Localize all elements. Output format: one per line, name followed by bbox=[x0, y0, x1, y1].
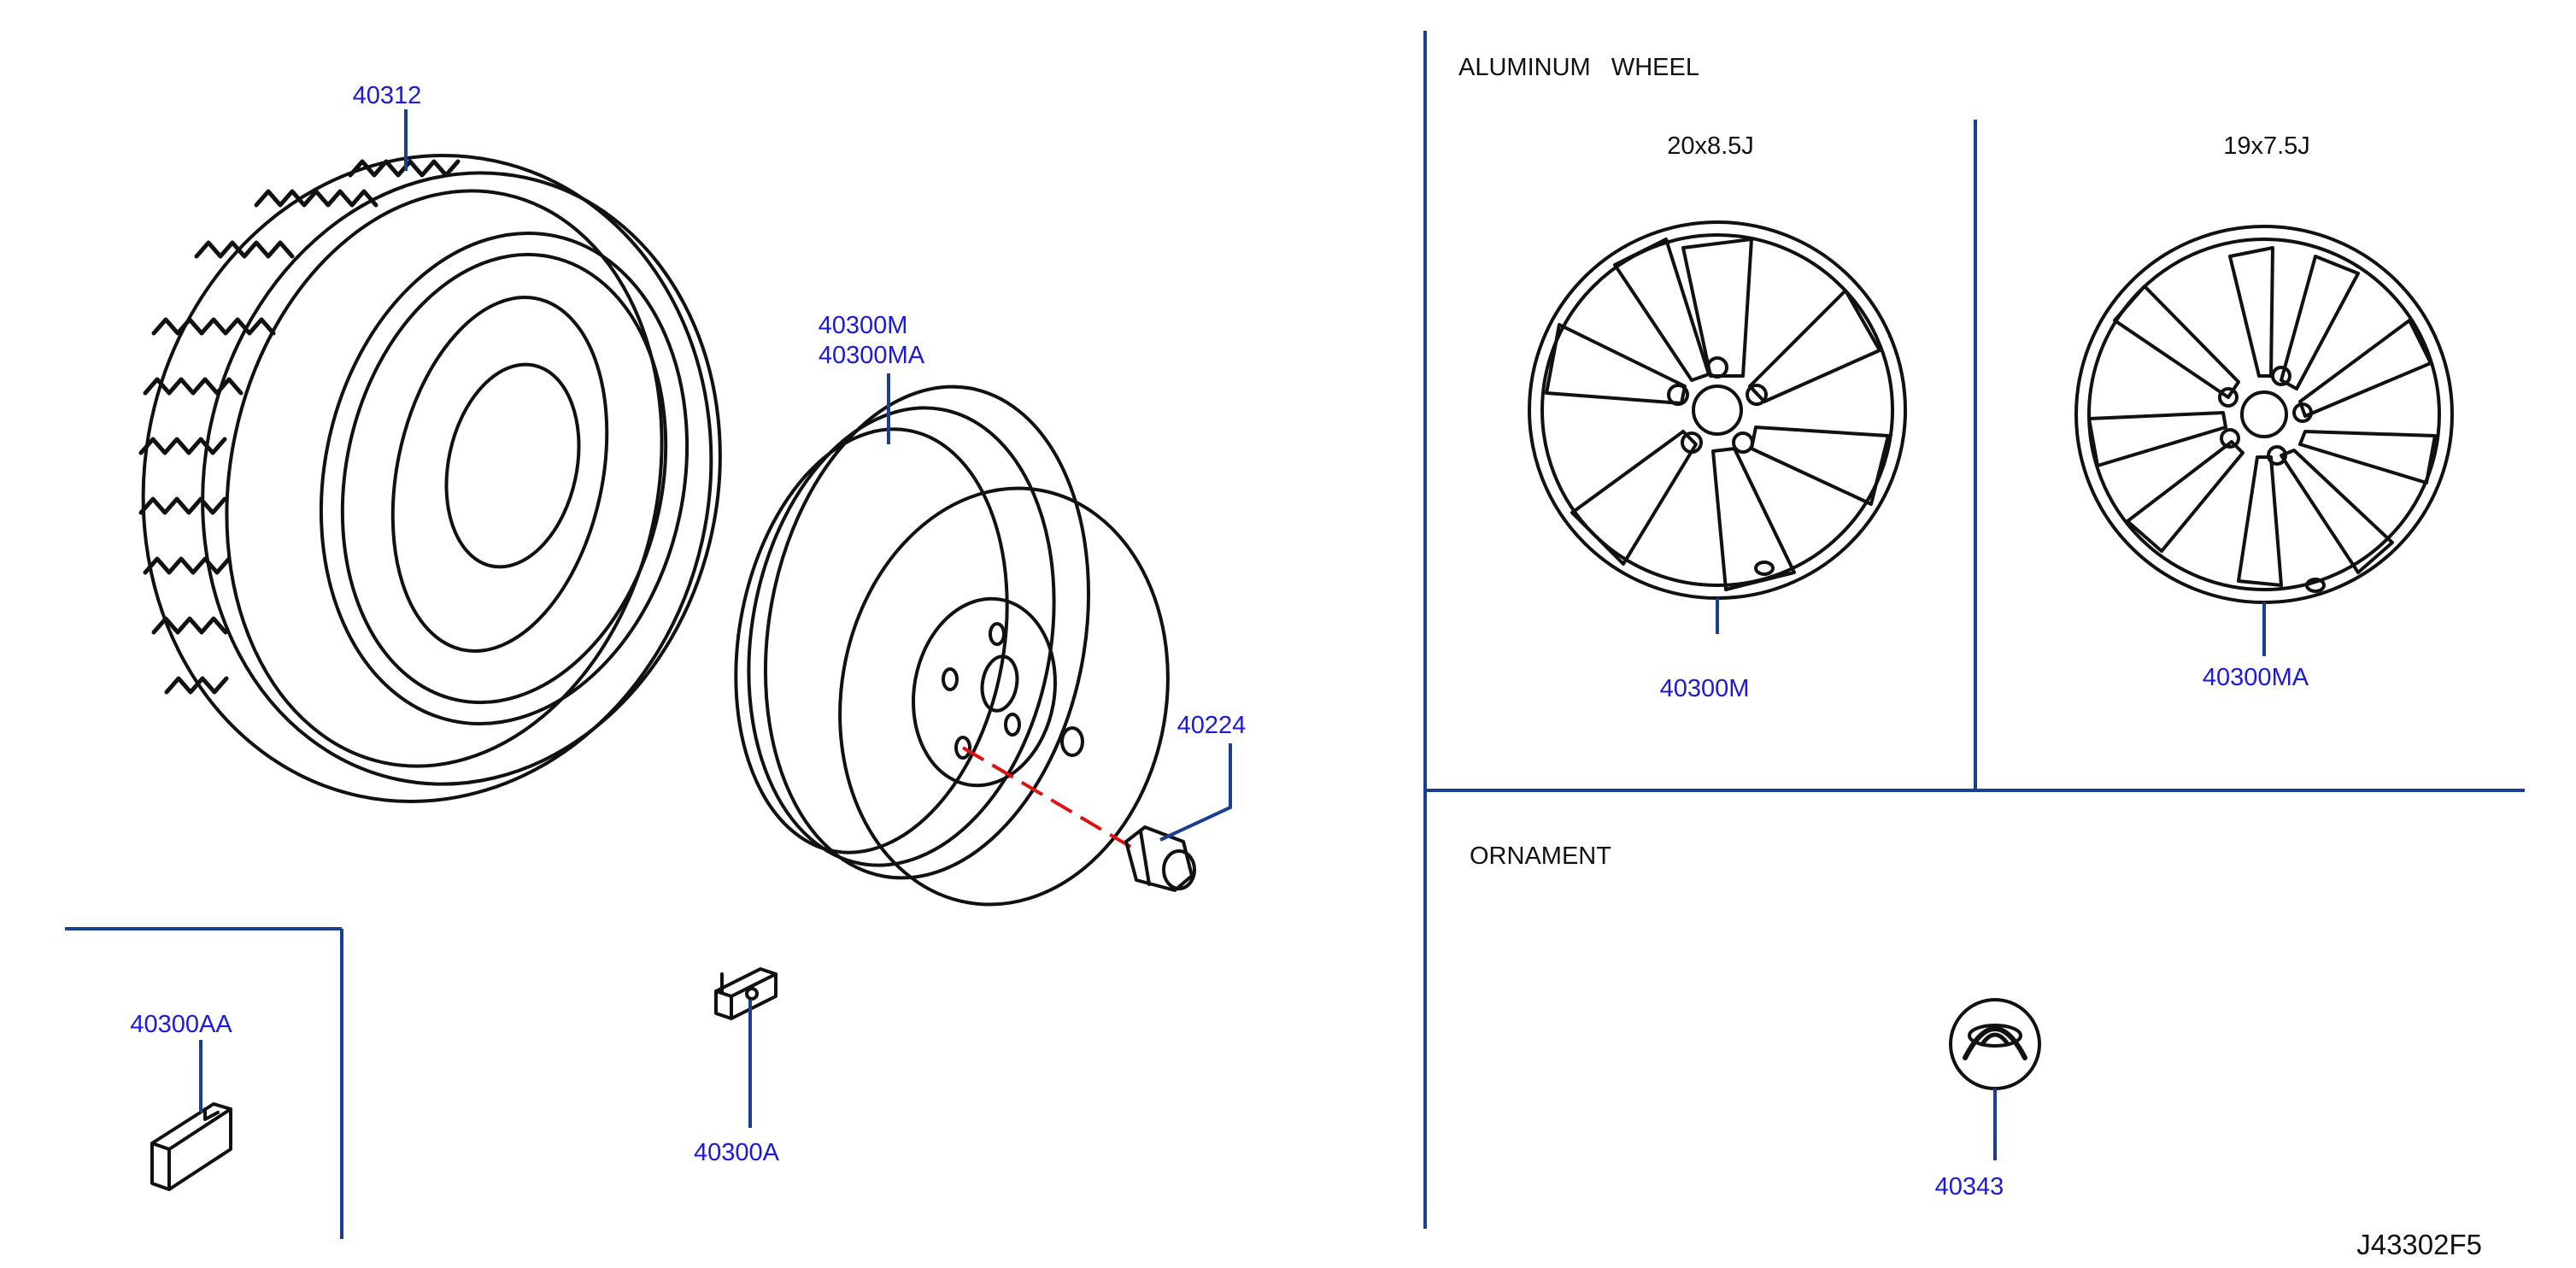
part-label-steel-wheel-ma[interactable]: 40300MA bbox=[819, 342, 925, 369]
wheel-size-19-label: 19x7.5J bbox=[2223, 132, 2310, 160]
steel-wheel-drawing[interactable] bbox=[704, 361, 1200, 930]
balance-weight-aa-drawing[interactable] bbox=[150, 1102, 232, 1191]
ornament-heading: ORNAMENT bbox=[1470, 842, 1611, 870]
ornament-drawing[interactable] bbox=[1949, 998, 2041, 1090]
aluminum-wheel-heading: ALUMINUM WHEEL bbox=[1458, 54, 1699, 81]
alloy-wheel-20-drawing[interactable] bbox=[1528, 220, 1907, 600]
part-label-ornament[interactable]: 40343 bbox=[1935, 1173, 2004, 1200]
part-label-alloy-20[interactable]: 40300M bbox=[1660, 675, 1750, 702]
part-label-alloy-19[interactable]: 40300MA bbox=[2203, 664, 2309, 691]
wheel-nut-drawing[interactable] bbox=[1124, 825, 1196, 892]
part-label-wheel-nut[interactable]: 40224 bbox=[1177, 712, 1247, 739]
tire-drawing[interactable] bbox=[84, 103, 776, 855]
part-label-steel-wheel-m[interactable]: 40300M bbox=[819, 312, 908, 339]
alloy-wheel-19-drawing[interactable] bbox=[2074, 225, 2454, 604]
balance-weight-a-drawing[interactable] bbox=[714, 967, 777, 1020]
wheel-size-20-label: 20x8.5J bbox=[1667, 132, 1754, 160]
part-label-tire[interactable]: 40312 bbox=[353, 82, 422, 109]
part-label-weight-a[interactable]: 40300A bbox=[694, 1139, 780, 1166]
diagram-code: J43302F5 bbox=[2356, 1229, 2482, 1260]
frame-lines bbox=[65, 31, 2525, 1239]
part-label-weight-aa[interactable]: 40300AA bbox=[130, 1011, 232, 1038]
leader-lines bbox=[199, 109, 2266, 1160]
